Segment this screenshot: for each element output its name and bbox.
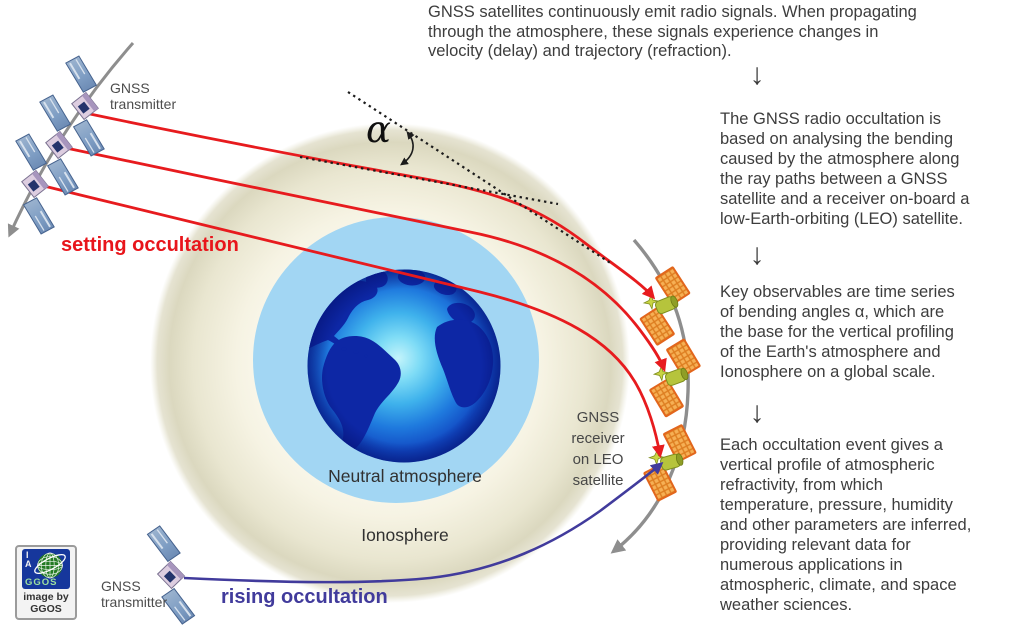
- logo-letter-i: I: [26, 550, 29, 560]
- key-observables-paragraph: Key observables are time series of bendi…: [720, 283, 955, 381]
- down-arrow-icon: ↓: [749, 238, 765, 271]
- down-arrow-icon: ↓: [749, 58, 765, 91]
- logo-credit: image by GGOS: [23, 591, 69, 615]
- neutral-atmosphere-label: Neutral atmosphere: [328, 466, 482, 486]
- gnss-orbit-path: [7, 42, 135, 238]
- transmitted-ray-extension-dotted: [299, 155, 559, 206]
- ionosphere-label: Ionosphere: [361, 525, 449, 545]
- setting-occultation-label: setting occultation: [61, 234, 239, 256]
- logo-ggos-text: GGOS: [25, 577, 58, 588]
- rising-occultation-ray: [183, 461, 664, 584]
- logo-letter-a: A: [25, 559, 32, 569]
- ggos-logo: I A GGOS image by GGOS: [15, 545, 77, 620]
- applications-paragraph: Each occultation event gives a vertical …: [720, 436, 972, 614]
- leo-satellite-icon: [648, 337, 702, 419]
- leo-receiver-label: GNSS receiver on LEO satellite: [571, 409, 625, 489]
- bending-angle-arrow: [400, 131, 415, 166]
- gnss-transmitter-bottom-label: GNSS transmitter: [101, 578, 168, 610]
- ray-extension-dotted-lines: [299, 91, 613, 265]
- intro-paragraph: GNSS satellites continuously emit radio …: [428, 3, 917, 60]
- setting-ray-line: [65, 146, 667, 373]
- gnss-transmitter-top-label: GNSS transmitter: [110, 80, 177, 112]
- rising-occultation-label: rising occultation: [221, 586, 388, 608]
- received-ray-extension-dotted: [347, 91, 613, 265]
- alpha-angle-label: α: [366, 108, 391, 151]
- setting-ray-line: [43, 184, 665, 459]
- occultation-principle-paragraph: The GNSS radio occultation is based on a…: [720, 110, 970, 228]
- ggos-globe-icon: [22, 549, 70, 589]
- gnss-satellite-icon: [134, 523, 208, 627]
- earth-globe: [307, 269, 501, 463]
- leo-satellite-icon: [640, 420, 700, 506]
- down-arrow-icon: ↓: [749, 396, 765, 429]
- ggos-logo-art: I A GGOS: [22, 549, 70, 589]
